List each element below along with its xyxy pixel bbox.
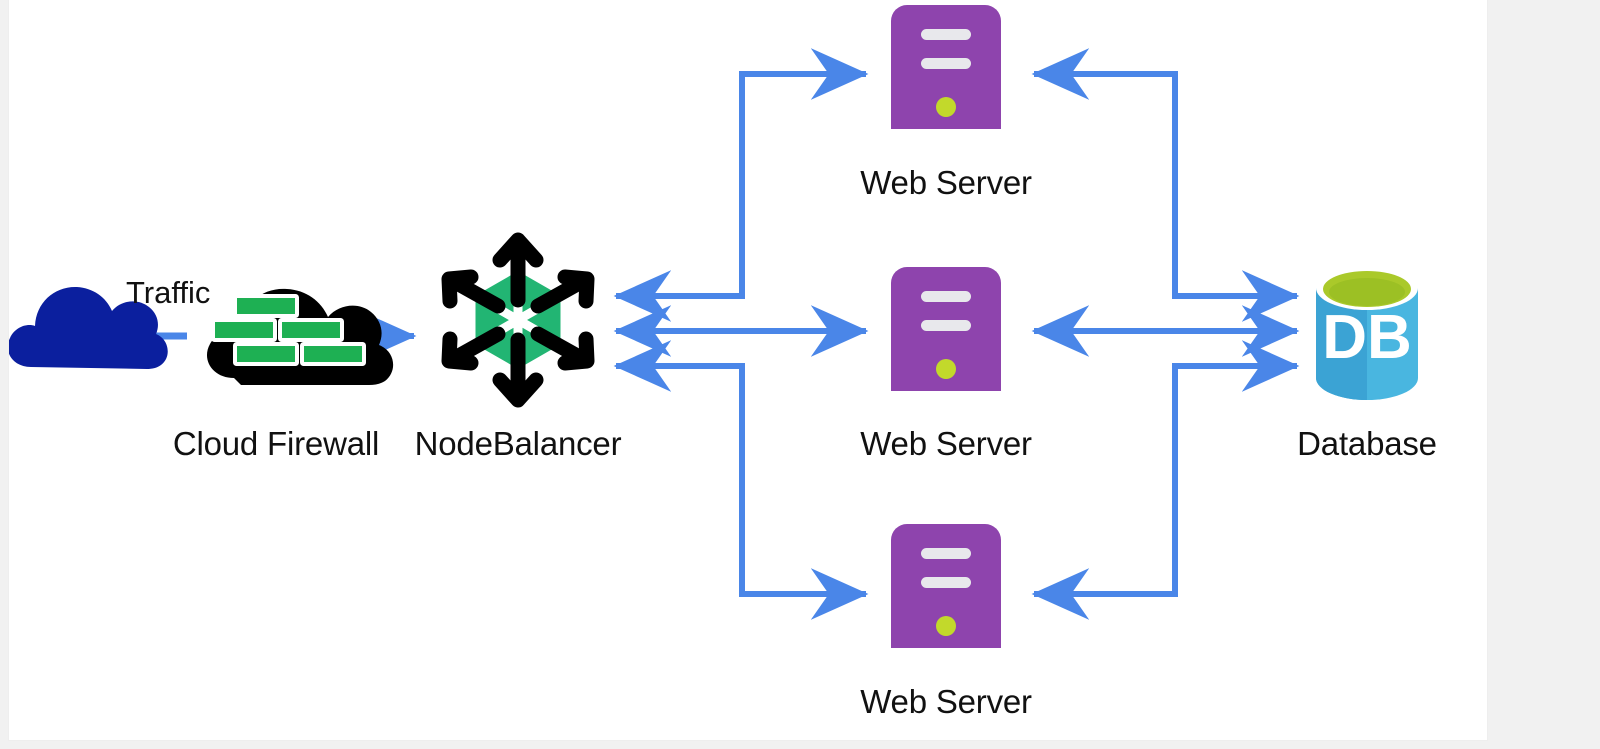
firewall-brick-wall xyxy=(211,294,366,366)
label-database: Database xyxy=(1297,425,1437,462)
server-icon-1 xyxy=(891,5,1001,129)
connector-database-to-server-1 xyxy=(1031,48,1178,296)
diagram-canvas: DB Traffic Cloud Firewall NodeBalancer W… xyxy=(8,0,1488,741)
connector-server-3-to-database xyxy=(1172,340,1300,594)
label-web-server-2: Web Server xyxy=(860,425,1032,462)
connector-balancer-to-server-1-trunk xyxy=(624,77,745,299)
server-icon-3 xyxy=(891,524,1001,648)
cloud-firewall-icon xyxy=(206,288,394,385)
server-icon-2 xyxy=(891,267,1001,391)
database-badge-text: DB xyxy=(1322,303,1412,372)
cloud-icon xyxy=(9,286,168,369)
connector-layer xyxy=(151,48,1300,620)
label-web-server-1: Web Server xyxy=(860,164,1032,201)
traffic-label: Traffic xyxy=(126,275,211,310)
connector-server-1-to-database xyxy=(1172,74,1300,322)
label-web-server-3: Web Server xyxy=(860,683,1032,720)
architecture-diagram: DB xyxy=(9,5,1418,648)
connector-database-to-server-3 xyxy=(1031,366,1178,620)
connector-server-1-to-balancer xyxy=(613,74,745,322)
label-nodebalancer: NodeBalancer xyxy=(414,425,622,462)
connector-server-3-to-balancer xyxy=(613,340,745,594)
label-cloud-firewall: Cloud Firewall xyxy=(172,425,380,462)
database-icon: DB xyxy=(1316,266,1418,400)
nodebalancer-arrows xyxy=(441,232,595,408)
nodebalancer-icon xyxy=(441,232,595,408)
